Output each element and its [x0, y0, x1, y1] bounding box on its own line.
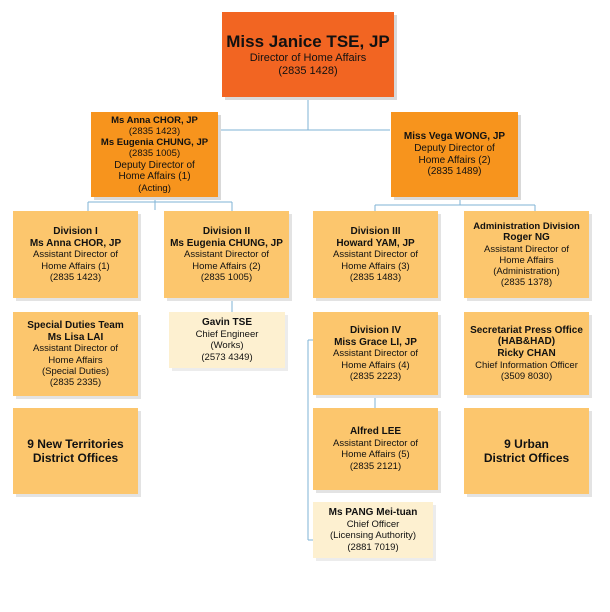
- deputy1-name-2: Ms Eugenia CHUNG, JP: [100, 137, 209, 149]
- nt-line-2: District Offices: [32, 451, 119, 465]
- deputy2-title-2: Home Affairs (2): [418, 154, 491, 166]
- director-name: Miss Janice TSE, JP: [226, 31, 390, 51]
- division-1-box: Division I Ms Anna CHOR, JP Assistant Di…: [13, 211, 138, 298]
- div3-phone: (2835 1483): [349, 271, 402, 283]
- div2-phone: (2835 1005): [200, 271, 253, 283]
- pang-name: Ms PANG Mei-tuan: [328, 507, 418, 519]
- secretariat-title: Chief Information Officer: [475, 359, 578, 371]
- director-title: Director of Home Affairs: [249, 51, 367, 64]
- deputy2-title-1: Deputy Director of: [414, 142, 495, 154]
- alfred-lee-box: Alfred LEE Assistant Director of Home Af…: [313, 408, 438, 490]
- chief-engineer-box: Gavin TSE Chief Engineer (Works) (2573 4…: [169, 312, 285, 368]
- deputy2-phone: (2835 1489): [427, 166, 482, 178]
- div3-name: Howard YAM, JP: [336, 237, 415, 249]
- secretariat-line-2: (HAB&HAD): [497, 336, 556, 348]
- admin-title-2: Home Affairs: [499, 254, 554, 266]
- division-4-box: Division IV Miss Grace LI, JP Assistant …: [313, 312, 438, 395]
- div4-phone: (2835 2223): [349, 370, 402, 382]
- div4-name: Miss Grace LI, JP: [334, 336, 417, 348]
- special-duties-box: Special Duties Team Ms Lisa LAI Assistan…: [13, 312, 138, 396]
- secretariat-name: Ricky CHAN: [497, 348, 556, 360]
- gavin-phone: (2573 4349): [201, 351, 253, 363]
- chief-officer-licensing-box: Ms PANG Mei-tuan Chief Officer (Licensin…: [313, 502, 433, 558]
- admin-title-1: Assistant Director of: [484, 243, 569, 255]
- director-box: Miss Janice TSE, JP Director of Home Aff…: [222, 12, 394, 97]
- gavin-title-2: (Works): [210, 340, 244, 352]
- alfred-name: Alfred LEE: [349, 426, 402, 438]
- deputy1-phone-2: (2835 1005): [128, 148, 181, 160]
- div2-title-1: Assistant Director of: [184, 249, 269, 261]
- div3-title-1: Assistant Director of: [333, 249, 418, 261]
- director-phone: (2835 1428): [278, 64, 338, 77]
- deputy1-name-1: Ms Anna CHOR, JP: [111, 114, 198, 126]
- deputy-director-2-box: Miss Vega WONG, JP Deputy Director of Ho…: [391, 112, 518, 197]
- pang-phone: (2881 7019): [347, 541, 399, 553]
- div2-title-2: Home Affairs (2): [192, 260, 261, 272]
- division-2-box: Division II Ms Eugenia CHUNG, JP Assista…: [164, 211, 289, 298]
- div4-division: Division IV: [349, 324, 402, 336]
- special-name: Ms Lisa LAI: [47, 331, 104, 343]
- special-title-1: Assistant Director of: [33, 343, 118, 355]
- gavin-title-1: Chief Engineer: [195, 329, 259, 341]
- deputy1-title-1: Deputy Director of: [114, 159, 195, 171]
- special-title-2: Home Affairs: [48, 354, 103, 366]
- pang-title-1: Chief Officer: [346, 519, 400, 531]
- deputy2-name: Miss Vega WONG, JP: [403, 130, 506, 142]
- deputy1-phone-1: (2835 1423): [128, 125, 181, 137]
- alfred-title-2: Home Affairs (5): [341, 449, 410, 461]
- secretariat-phone: (3509 8030): [500, 371, 553, 383]
- deputy1-title-2: Home Affairs (1): [118, 171, 191, 183]
- div4-title-2: Home Affairs (4): [341, 359, 410, 371]
- nt-line-1: 9 New Territories: [27, 436, 124, 451]
- div1-division: Division I: [53, 225, 98, 237]
- urban-offices-box: 9 Urban District Offices: [464, 408, 589, 494]
- admin-division: Administration Division: [473, 220, 580, 232]
- special-title-3: (Special Duties): [41, 365, 110, 377]
- div2-name: Ms Eugenia CHUNG, JP: [170, 237, 283, 249]
- admin-title-3: (Administration): [493, 266, 560, 277]
- div1-phone: (2835 1423): [49, 271, 102, 283]
- admin-phone: (2835 1378): [500, 277, 553, 289]
- div2-division: Division II: [202, 225, 251, 237]
- gavin-name: Gavin TSE: [201, 317, 252, 329]
- div3-division: Division III: [350, 225, 401, 237]
- div1-name: Ms Anna CHOR, JP: [29, 237, 122, 249]
- special-phone: (2835 2335): [49, 377, 102, 388]
- div3-title-2: Home Affairs (3): [341, 260, 410, 272]
- urban-line-2: District Offices: [483, 451, 570, 465]
- urban-line-1: 9 Urban: [504, 436, 549, 451]
- alfred-phone: (2835 2121): [349, 460, 402, 472]
- div1-title-2: Home Affairs (1): [41, 260, 110, 272]
- administration-division-box: Administration Division Roger NG Assista…: [464, 211, 589, 298]
- div4-title-1: Assistant Director of: [333, 348, 418, 360]
- special-division: Special Duties Team: [27, 319, 124, 331]
- pang-title-2: (Licensing Authority): [329, 530, 417, 542]
- new-territories-offices-box: 9 New Territories District Offices: [13, 408, 138, 494]
- div1-title-1: Assistant Director of: [33, 249, 118, 261]
- admin-name: Roger NG: [503, 231, 550, 243]
- secretariat-press-office-box: Secretariat Press Office (HAB&HAD) Ricky…: [464, 312, 589, 395]
- alfred-title-1: Assistant Director of: [333, 438, 418, 450]
- division-3-box: Division III Howard YAM, JP Assistant Di…: [313, 211, 438, 298]
- deputy1-note: (Acting): [138, 183, 171, 195]
- deputy-director-1-box: Ms Anna CHOR, JP (2835 1423) Ms Eugenia …: [91, 112, 218, 197]
- secretariat-line-1: Secretariat Press Office: [470, 324, 583, 336]
